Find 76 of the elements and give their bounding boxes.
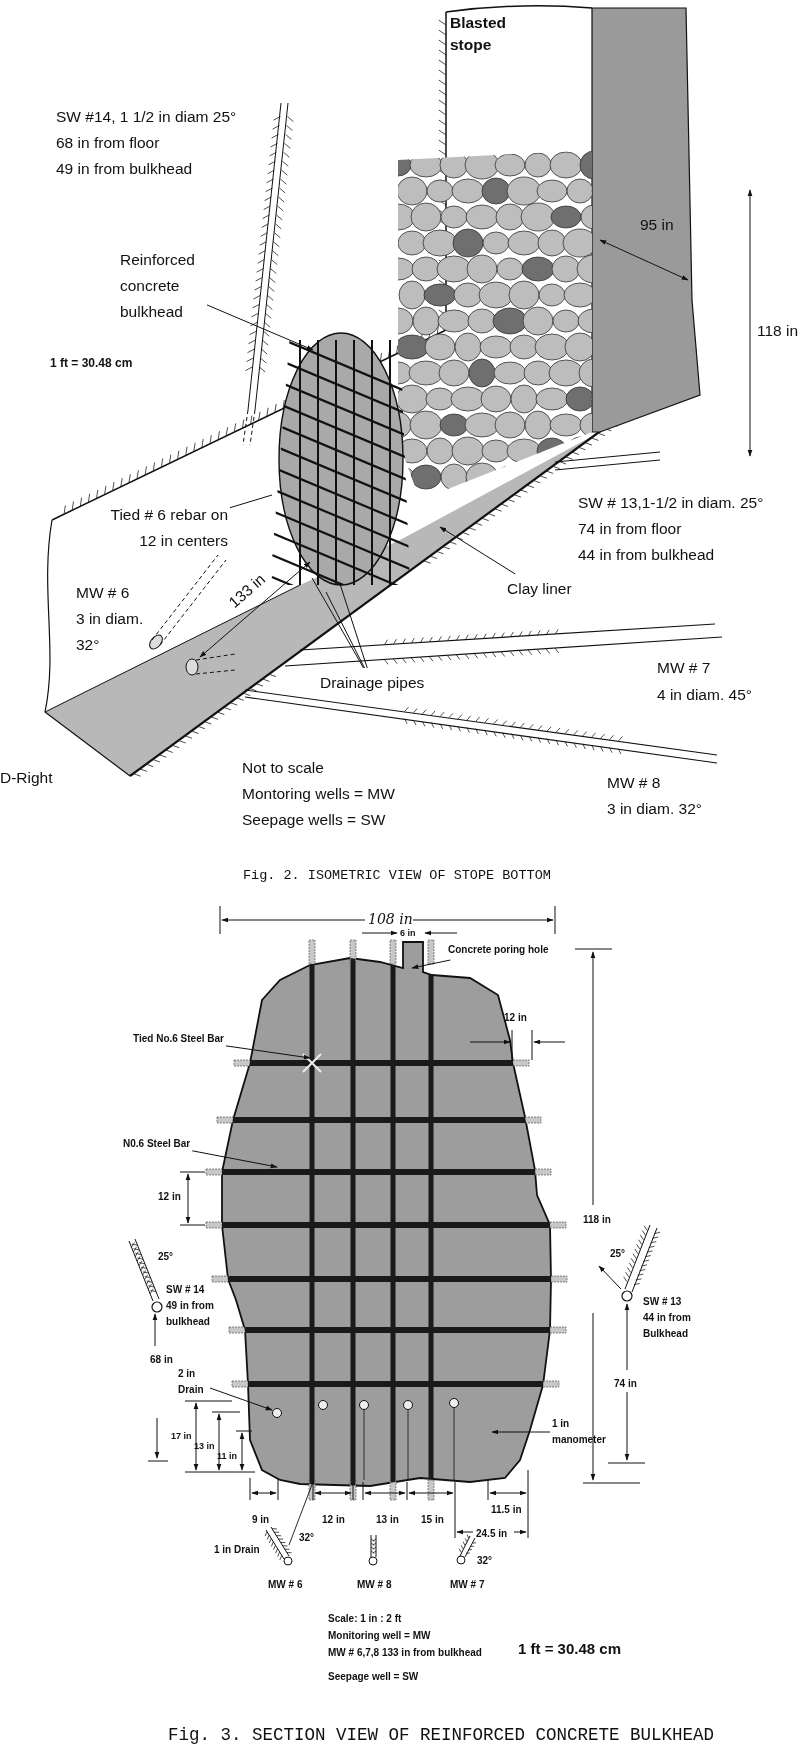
well-label: SW # 13,1-1/2 in diam. 25° (578, 493, 764, 513)
well-label: 4 in diam. 45° (657, 685, 752, 705)
leader-line (191, 1150, 278, 1169)
note-text: Scale: 1 in : 2 ft (328, 1612, 402, 1626)
well-label: MW # 8 (357, 1578, 392, 1592)
leader-line (229, 494, 273, 509)
angle-label: 25° (610, 1247, 626, 1261)
callout-label: Clay liner (507, 576, 572, 602)
well-label: 44 in from Bulkhead (643, 1311, 692, 1341)
well-label: 3 in diam. 32° (607, 799, 702, 819)
dimension-label: 24.5 in (476, 1527, 508, 1541)
dimension-label: 17 in (171, 1430, 192, 1442)
note-text: MW # 6,7,8 133 in from bulkhead (328, 1646, 482, 1660)
dimension-label: 6 in (400, 927, 416, 939)
well-label: SW # 13 (643, 1295, 682, 1309)
note-text: Monitoring well = MW (328, 1629, 431, 1643)
well-label: MW # 6 (268, 1578, 303, 1592)
dimension-label: 95 in (640, 215, 674, 235)
dimension-label: 9 in (252, 1513, 270, 1527)
figure-caption: Fig. 2. ISOMETRIC VIEW OF STOPE BOTTOM (243, 868, 551, 883)
dimension-label: 133 in (224, 569, 270, 613)
note-text: Seepage wells = SW (242, 810, 386, 830)
callout-label: 1 in manometer (552, 1416, 614, 1448)
well-label: 49 in from bulkhead (166, 1299, 215, 1329)
leader-line (225, 1045, 311, 1060)
leader-line (311, 577, 365, 669)
well-label: MW # 7 (657, 658, 711, 678)
scale-note: 1 ft = 30.48 cm (50, 356, 133, 370)
dimension-label: 13 in (376, 1513, 399, 1527)
callout-label: Reinforced concrete bulkhead (120, 247, 205, 325)
dimension-label: 118 in (583, 1213, 611, 1227)
leader-line (411, 959, 451, 970)
callout-label: Tied No.6 Steel Bar (133, 1031, 224, 1047)
figure-caption: Fig. 3. SECTION VIEW OF REINFORCED CONCRETE BULKHEAD (168, 1725, 715, 1745)
dimension-label: 11.5 in (491, 1503, 522, 1517)
callout-label: Drainage pipes (320, 670, 425, 696)
note-text: Montoring wells = MW (242, 784, 395, 804)
well-label: 32° (76, 635, 100, 655)
angle-label: 25° (158, 1250, 174, 1264)
part-label: Blasted stope (450, 13, 507, 55)
dimension-label: 74 in (614, 1377, 637, 1391)
well-label: SW #14, 1 1/2 in diam 25° (56, 107, 237, 127)
callout-label: Tied # 6 rebar on 12 in centers (98, 502, 228, 554)
dimension-label: 108 in (368, 911, 413, 927)
well-label: MW # 7 (450, 1578, 485, 1592)
well-label: 49 in from bulkhead (56, 159, 193, 179)
well-label: 68 in from floor (56, 133, 160, 153)
dimension-label: 12 in (322, 1513, 345, 1527)
note-text: Seepage well = SW (328, 1670, 419, 1684)
callout-label: N0.6 Steel Bar (123, 1136, 191, 1152)
well-label: SW # 14 (166, 1283, 205, 1297)
note-text: Not to scale (242, 758, 324, 778)
well-label: 1 in Drain (214, 1543, 260, 1557)
leader-line (206, 304, 314, 351)
dimension-label: 68 in (150, 1353, 173, 1367)
well-label: 3 in diam. (76, 609, 144, 629)
part-label: D-Right (0, 768, 53, 788)
angle-label: 32° (477, 1554, 493, 1568)
callout-label: Concrete poring hole (448, 942, 549, 958)
leader-line (325, 591, 366, 669)
well-label: 44 in from bulkhead (578, 545, 715, 565)
leader-line (209, 1387, 273, 1411)
scale-note: 1 ft = 30.48 cm (518, 1640, 621, 1657)
leader-line (439, 526, 516, 575)
leader-line (339, 583, 368, 669)
well-label: MW # 6 (76, 583, 130, 603)
dimension-label: 12 in (158, 1190, 181, 1204)
well-label: MW # 8 (607, 773, 661, 793)
angle-label: 32° (299, 1531, 315, 1545)
dimension-label: 12 in (504, 1011, 527, 1025)
dimension-label: 118 in (757, 321, 799, 341)
callout-label: 2 in Drain (178, 1366, 208, 1398)
dimension-label: 13 in (194, 1440, 215, 1452)
dimension-label: 15 in (421, 1513, 444, 1527)
well-label: 74 in from floor (578, 519, 682, 539)
dimension-label: 11 in (217, 1450, 237, 1462)
